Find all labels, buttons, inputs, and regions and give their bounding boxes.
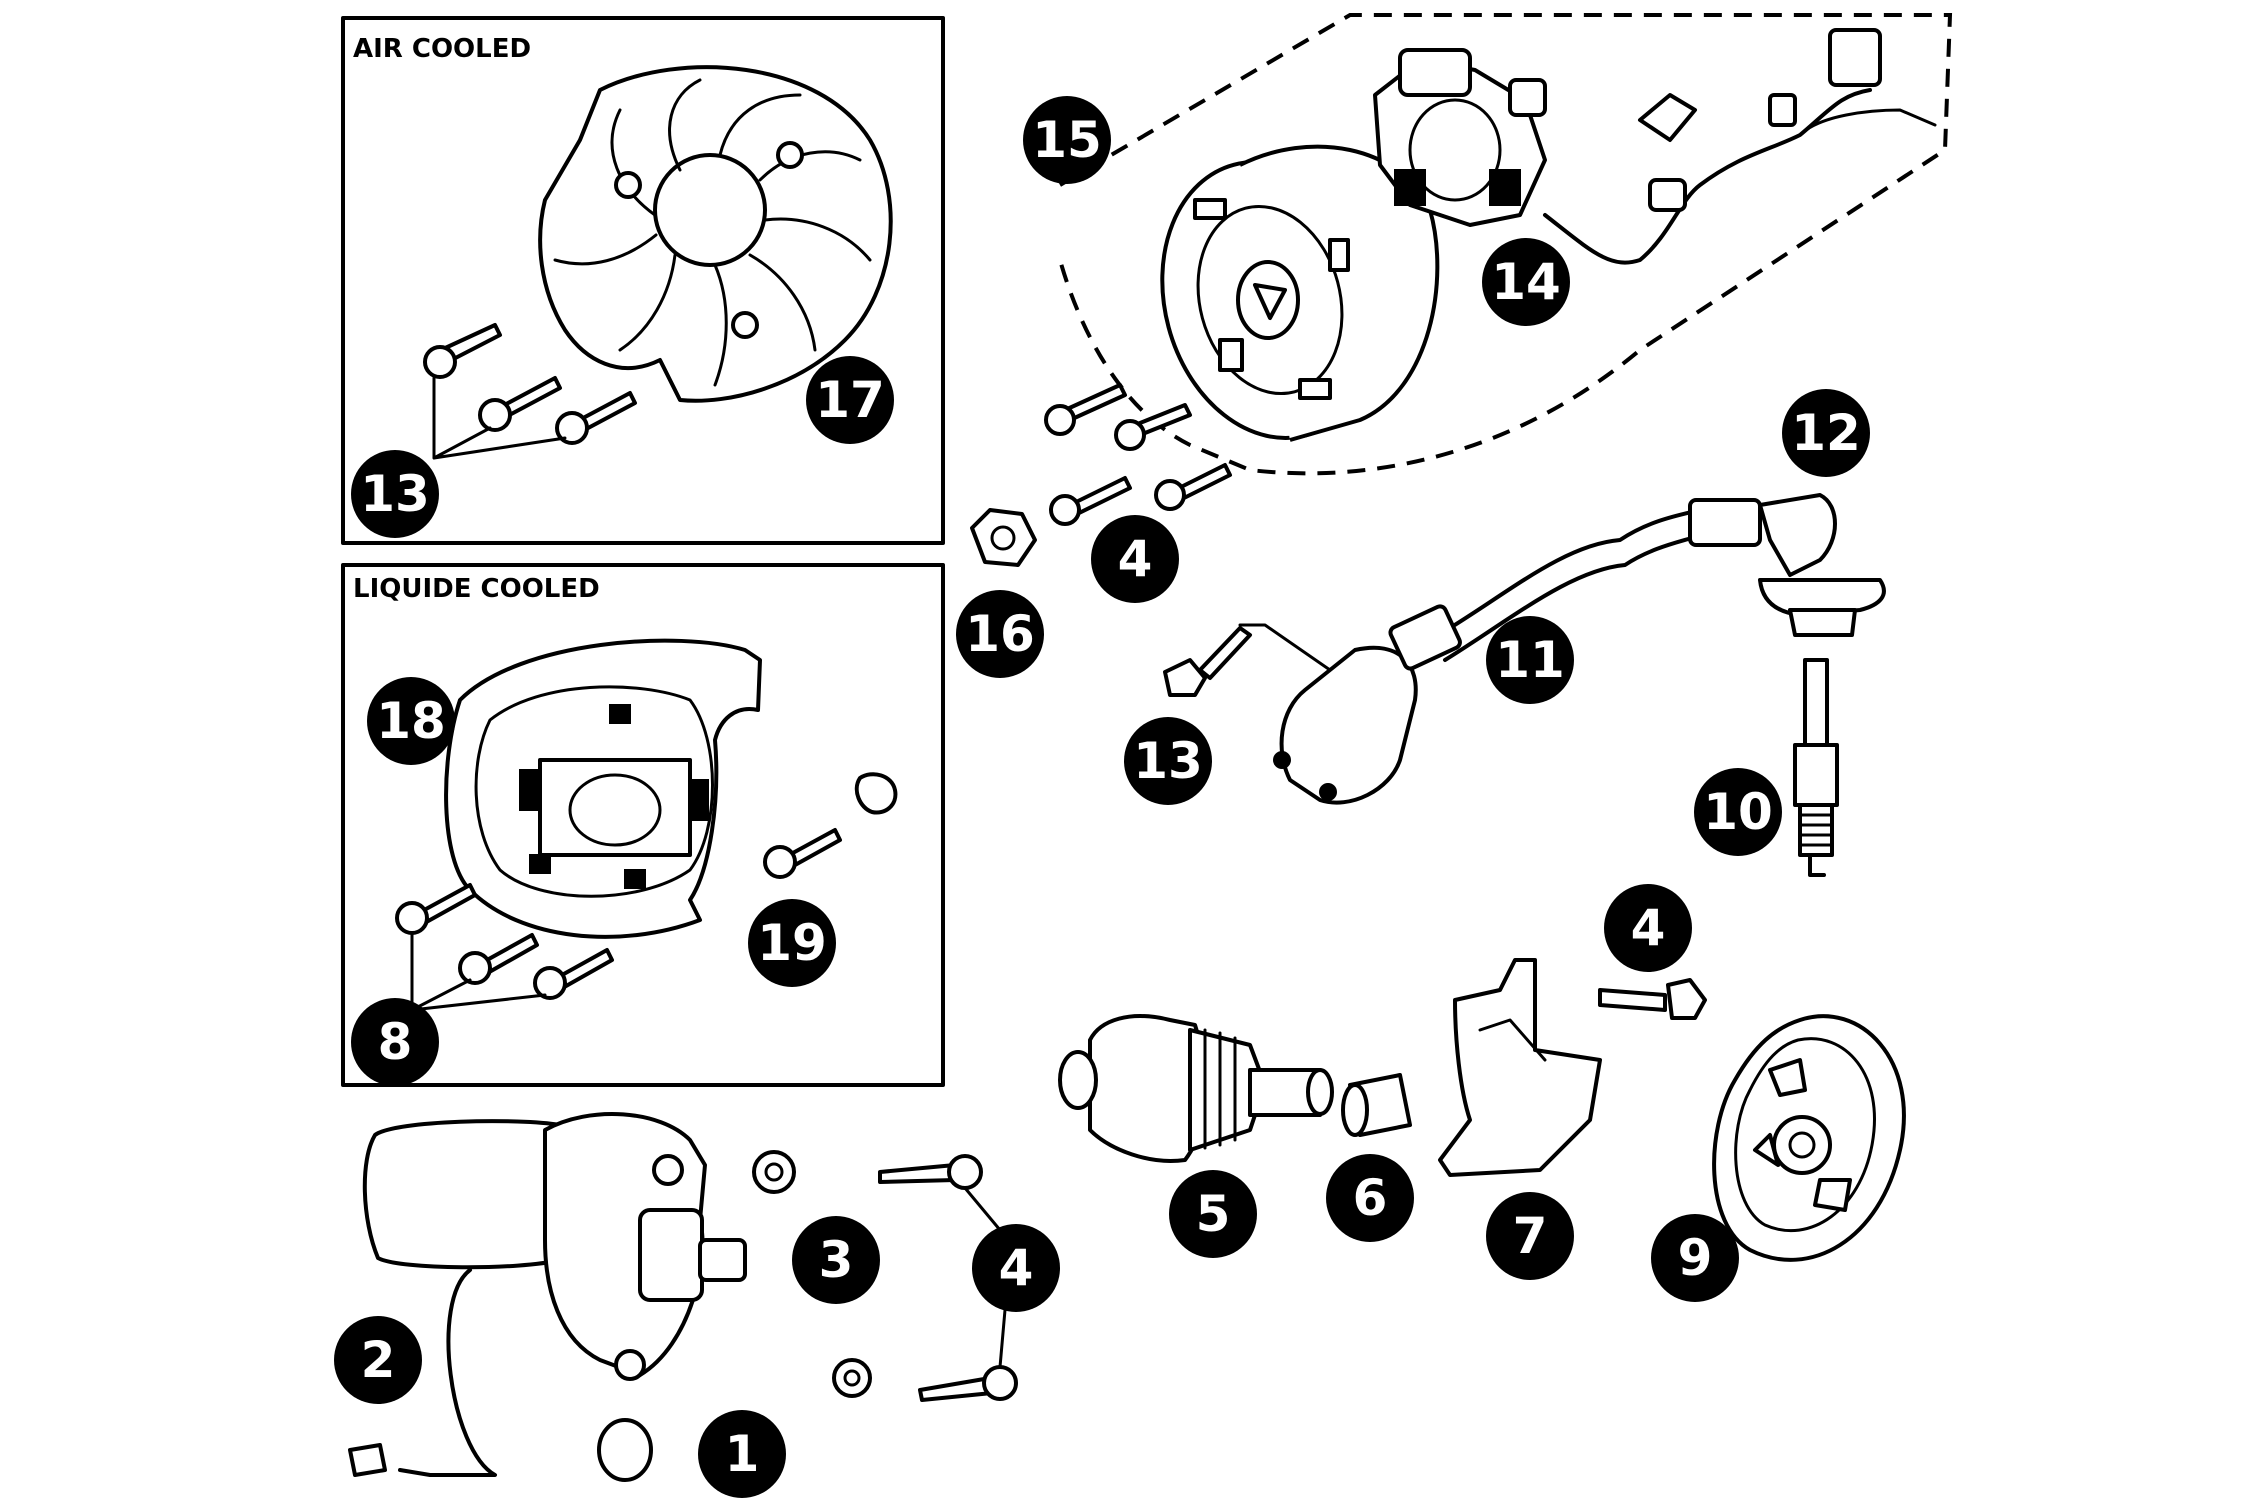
svg-text:7: 7 <box>1513 1207 1548 1265</box>
bolts-4-upper <box>1044 383 1232 526</box>
svg-text:9: 9 <box>1678 1229 1713 1287</box>
svg-text:4: 4 <box>1631 899 1666 957</box>
svg-text:3: 3 <box>819 1231 854 1289</box>
callout-4-upper: 4 <box>1091 515 1179 603</box>
callout-4-lower: 4 <box>972 1224 1060 1312</box>
svg-text:13: 13 <box>1133 732 1203 790</box>
liquid-cooled-panel: LIQUIDE COOLED <box>341 563 945 1087</box>
bolt-13-coil <box>1163 623 1332 697</box>
callout-9: 9 <box>1651 1214 1739 1302</box>
svg-text:1: 1 <box>725 1425 760 1483</box>
svg-text:13: 13 <box>360 465 430 523</box>
bolt-13-c <box>555 391 637 445</box>
callout-7: 7 <box>1486 1192 1574 1280</box>
bolt-8-a <box>395 883 477 935</box>
bolt-13-a <box>423 323 502 379</box>
svg-text:8: 8 <box>378 1013 413 1071</box>
bolt-19 <box>763 828 842 879</box>
nut-16 <box>970 508 1037 567</box>
svg-text:14: 14 <box>1491 253 1561 311</box>
air-cooled-title: AIR COOLED <box>353 34 531 64</box>
svg-text:12: 12 <box>1791 404 1861 462</box>
air-cooled-panel: AIR COOLED <box>341 16 945 545</box>
bush-6 <box>1341 1073 1412 1137</box>
svg-text:2: 2 <box>361 1331 396 1389</box>
bolts-4-lower <box>878 1154 1018 1402</box>
flywheel-assembly <box>1058 13 1953 476</box>
callout-19: 19 <box>748 899 836 987</box>
callout-8: 8 <box>351 998 439 1086</box>
callout-6: 6 <box>1326 1154 1414 1242</box>
bolt-4-right <box>1598 978 1707 1020</box>
washers-3 <box>752 1150 872 1398</box>
cooling-fan <box>538 65 893 403</box>
svg-text:11: 11 <box>1495 631 1565 689</box>
svg-text:19: 19 <box>757 914 827 972</box>
leader-13 <box>432 376 567 460</box>
svg-text:4: 4 <box>999 1239 1034 1297</box>
callout-13-coil: 13 <box>1124 717 1212 805</box>
callout-5: 5 <box>1169 1170 1257 1258</box>
stator-plate <box>444 638 762 939</box>
gear-9 <box>1712 1014 1906 1262</box>
liquid-cooled-title: LIQUIDE COOLED <box>353 574 600 604</box>
svg-text:18: 18 <box>376 692 446 750</box>
callout-12: 12 <box>1782 389 1870 477</box>
callout-18: 18 <box>367 677 455 765</box>
callout-16: 16 <box>956 590 1044 678</box>
callout-10: 10 <box>1694 768 1782 856</box>
bolt-8-c <box>533 948 614 1000</box>
callout-15: 15 <box>1023 96 1111 184</box>
callout-1: 1 <box>698 1410 786 1498</box>
svg-text:15: 15 <box>1032 111 1102 169</box>
starter-drive <box>1058 1014 1334 1163</box>
svg-text:10: 10 <box>1703 783 1773 841</box>
callout-14: 14 <box>1482 238 1570 326</box>
spark-plug <box>1793 658 1839 877</box>
callout-3: 3 <box>792 1216 880 1304</box>
grommet-1 <box>597 1418 653 1482</box>
svg-text:16: 16 <box>965 605 1035 663</box>
svg-text:6: 6 <box>1353 1169 1388 1227</box>
svg-text:5: 5 <box>1196 1185 1231 1243</box>
callout-17: 17 <box>806 356 894 444</box>
leader-8 <box>410 931 547 1012</box>
bracket-7 <box>1438 958 1602 1177</box>
bolt-13-b <box>478 376 562 432</box>
starter-motor <box>348 1112 747 1482</box>
ignition-coil <box>1273 493 1886 805</box>
svg-text:17: 17 <box>815 371 885 429</box>
callout-2: 2 <box>334 1316 422 1404</box>
callout-11: 11 <box>1486 616 1574 704</box>
callout-13-air: 13 <box>351 450 439 538</box>
callout-4-right: 4 <box>1604 884 1692 972</box>
svg-text:4: 4 <box>1118 530 1153 588</box>
cap-19 <box>854 772 898 815</box>
bolt-8-b <box>458 933 539 985</box>
